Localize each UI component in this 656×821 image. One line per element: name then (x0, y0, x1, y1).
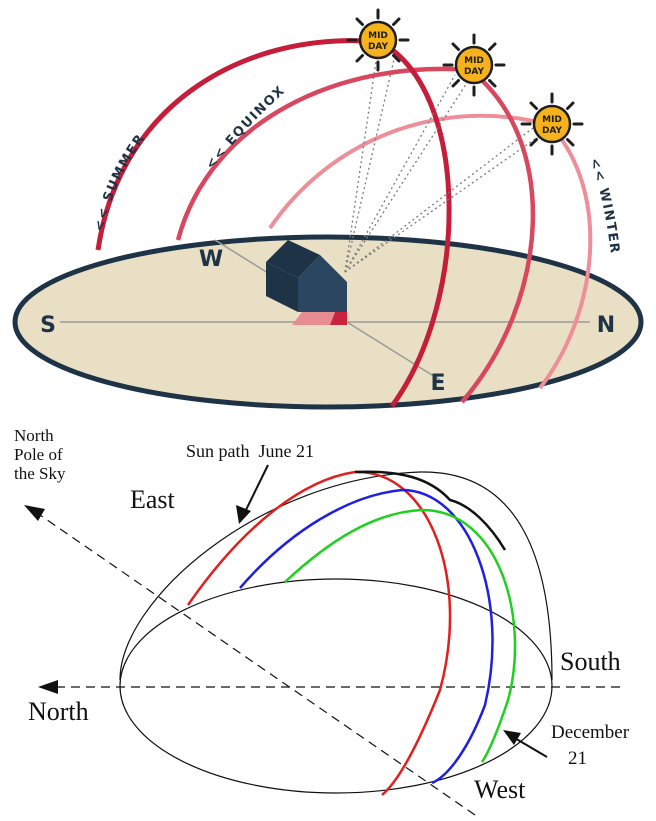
arcs-back (95, 38, 551, 251)
ray-equinox (344, 77, 471, 273)
north-arrowhead (38, 680, 58, 694)
upper-path-segment (354, 470, 507, 551)
sun-icon-winter: MID DAY (520, 92, 584, 156)
north-pole-label: North Pole of the Sky (14, 426, 67, 483)
sun-label-bottom: DAY (542, 126, 563, 136)
sun-label-top: MID (464, 56, 484, 66)
north-label: North (28, 697, 89, 726)
east-label: East (130, 485, 176, 514)
ray-summer-2 (344, 54, 396, 273)
december-pointer-head (503, 730, 521, 745)
direction-north: N (597, 313, 615, 338)
equinox-arc-front (460, 68, 536, 404)
horizon-ellipse (119, 578, 553, 794)
direction-east: E (430, 371, 445, 396)
winter-arc-back (268, 113, 551, 230)
june-label-pointer (243, 464, 269, 515)
sun-label-bottom: DAY (368, 42, 389, 52)
december-21-sun-path (284, 508, 517, 763)
sun-label-top: MID (542, 115, 562, 125)
december-21-label: December 21 (551, 722, 634, 769)
south-label: South (560, 647, 621, 676)
ray-winter (344, 129, 549, 273)
direction-south: S (40, 313, 56, 338)
house-front (266, 262, 298, 312)
direction-west: W (199, 247, 223, 272)
june-pointer-head (236, 505, 251, 524)
sun-icon-summer: MID DAY (346, 8, 410, 72)
bottom-diagram: North Pole of the Sky Sun path June 21 E… (14, 426, 634, 816)
june-21-sun-path (186, 470, 452, 796)
summer-arc-back (95, 38, 381, 251)
equinox-arc-back (175, 66, 471, 241)
west-label: West (474, 775, 526, 804)
celestial-pole-axis (39, 514, 476, 816)
house-side (298, 255, 347, 312)
sun-label-top: MID (368, 31, 388, 41)
arcs-front (378, 39, 593, 408)
december-label-pointer (512, 736, 548, 758)
sun-rays (344, 47, 549, 273)
sun-label-bottom: DAY (464, 67, 485, 77)
winter-arc-front (538, 123, 593, 390)
house-top (266, 240, 320, 278)
pole-arrowhead (24, 505, 45, 521)
equinox-sun-path (239, 488, 494, 785)
sun-path-june-label: Sun path June 21 (186, 441, 314, 461)
summer-arc-label: << SUMMER (92, 131, 149, 233)
celestial-dome (119, 471, 553, 681)
house-block (266, 240, 347, 325)
summer-arc-front (378, 39, 452, 408)
equinox-arc-label: << EQUINOX (203, 83, 288, 172)
sun-icon-equinox: MID DAY (442, 33, 506, 97)
top-diagram: << SUMMER << EQUINOX << WINTER MID DAY (12, 8, 644, 410)
